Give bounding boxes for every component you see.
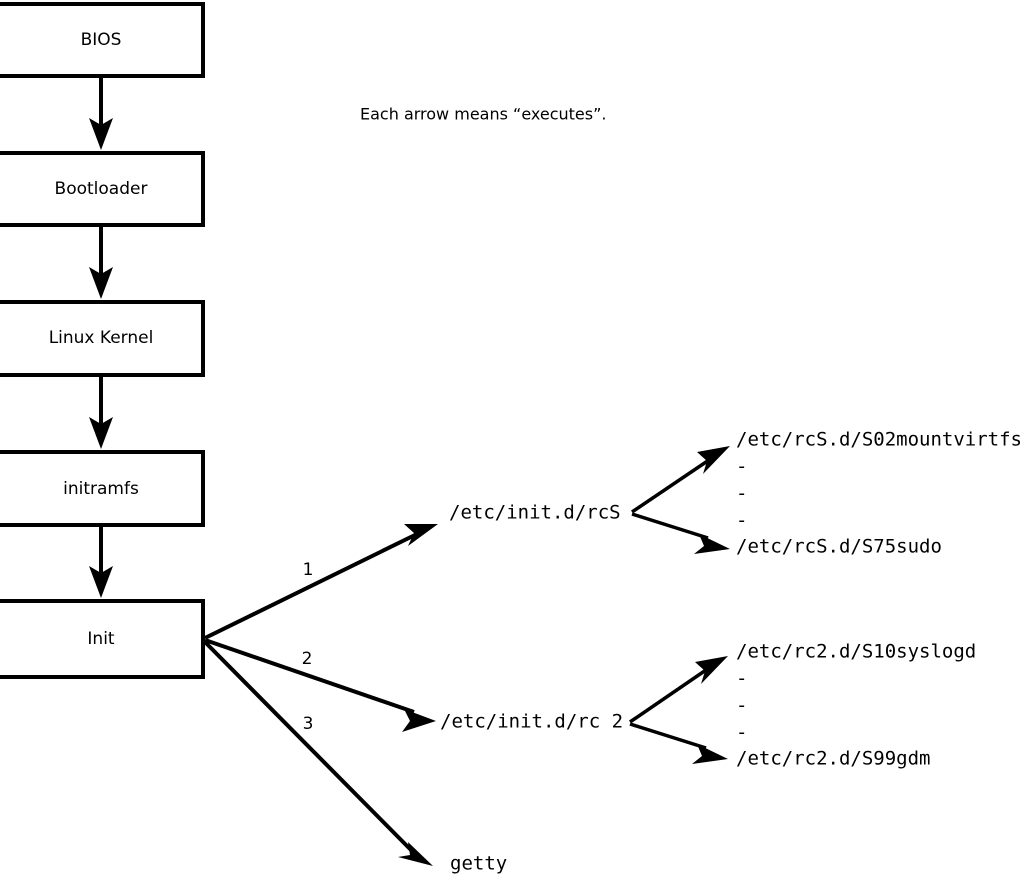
arrow-rc2-to-first-script	[629, 656, 728, 724]
edge-number-3: 3	[303, 714, 314, 734]
rcs-last-script-label: /etc/rcS.d/S75sudo	[736, 536, 942, 558]
arrow-bios-to-bootloader	[89, 76, 113, 150]
rcs-script-label: /etc/init.d/rcS	[449, 502, 621, 524]
rc2-ellipsis-dash-3: -	[736, 722, 747, 744]
node-init: Init	[0, 599, 205, 679]
rcs-ellipsis-dash-1: -	[736, 456, 747, 478]
node-initramfs: initramfs	[0, 450, 205, 527]
initramfs-label: initramfs	[63, 479, 139, 499]
rc2-ellipsis-dash-2: -	[736, 695, 747, 717]
arrow-kernel-to-initramfs	[89, 375, 113, 449]
rcs-ellipsis-dash-3: -	[736, 510, 747, 532]
node-bios: BIOS	[0, 2, 205, 78]
linux-kernel-label: Linux Kernel	[49, 328, 154, 348]
arrowhead-rc2-first	[695, 656, 728, 684]
arrowhead-bootloader-kernel	[89, 267, 113, 299]
arrow-bootloader-to-kernel	[89, 225, 113, 299]
linux-kernel-box	[0, 300, 205, 377]
bootloader-box	[0, 151, 205, 227]
init-box	[0, 599, 205, 679]
arrowhead-init-getty	[398, 842, 433, 866]
node-linux-kernel: Linux Kernel	[0, 300, 205, 377]
arrow-init-to-getty: 3	[203, 640, 433, 866]
rc2-ellipsis-dash-1: -	[736, 668, 747, 690]
rc2-script-label: /etc/init.d/rc 2	[440, 711, 623, 733]
getty-label: getty	[450, 853, 507, 875]
arrow-initramfs-to-init	[89, 525, 113, 598]
arrowhead-init-rc2	[402, 709, 436, 732]
rcs-first-script-label: /etc/rcS.d/S02mountvirtfs	[736, 429, 1022, 451]
rc2-last-script-label: /etc/rc2.d/S99gdm	[736, 748, 930, 770]
rcs-ellipsis-dash-2: -	[736, 483, 747, 505]
init-label: Init	[87, 629, 115, 649]
edge-number-2: 2	[302, 649, 313, 669]
arrowhead-rc2-last	[692, 744, 728, 764]
arrowhead-kernel-initramfs	[89, 417, 113, 449]
initramfs-box	[0, 450, 205, 527]
rc2-first-script-label: /etc/rc2.d/S10syslogd	[736, 641, 976, 663]
bootloader-label: Bootloader	[55, 179, 148, 199]
arrowhead-init-rcs	[404, 524, 438, 546]
arrowhead-initramfs-init	[89, 566, 113, 598]
bios-box	[0, 2, 205, 78]
arrow-rcs-to-first-script	[631, 446, 730, 514]
node-bootloader: Bootloader	[0, 151, 205, 227]
arrow-rcs-to-last-script	[631, 512, 730, 554]
arrow-init-to-rc2: 2	[204, 638, 436, 732]
arrowhead-bios-bootloader	[89, 118, 113, 150]
bios-label: BIOS	[81, 30, 122, 50]
arrowhead-rcs-last	[694, 534, 730, 554]
edge-number-1: 1	[303, 560, 314, 580]
arrow-rc2-to-last-script	[629, 722, 728, 764]
arrow-init-to-rcs: 1	[204, 524, 438, 640]
arrowhead-rcs-first	[697, 446, 730, 474]
diagram-caption: Each arrow means “executes”.	[360, 105, 606, 124]
